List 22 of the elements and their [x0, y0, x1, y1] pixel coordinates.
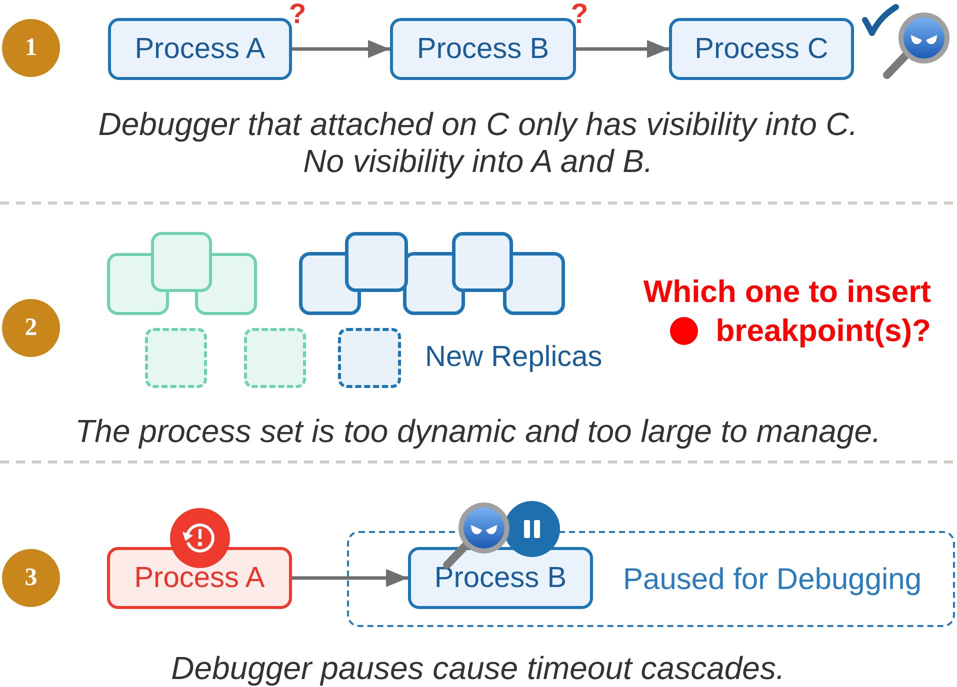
new-replica-box [145, 328, 207, 388]
breakpoint-question: breakpoint(s)? [716, 312, 931, 350]
step-number-badge: 1 [2, 19, 60, 77]
caption: Debugger that attached on C only has visibility into C. No visibility into A and B. [97, 106, 859, 180]
arrow [576, 40, 669, 58]
new-replica-box [338, 328, 401, 388]
process-box: Process B [408, 547, 593, 609]
arrow [292, 40, 390, 58]
new-replica-box [244, 328, 306, 388]
caption: The process set is too dynamic and too large to manage. [75, 413, 881, 450]
step-number-badge: 3 [2, 549, 60, 607]
step-number-badge: 2 [2, 299, 60, 357]
caption: Debugger pauses cause timeout cascades. [171, 650, 785, 687]
region-label: Paused for Debugging [623, 562, 922, 598]
arrow [292, 569, 408, 587]
process-box: Process B [390, 18, 576, 80]
process-box: Process C [669, 18, 854, 80]
breakpoint-question: Which one to insert [643, 273, 931, 311]
process-box: Process A [108, 18, 292, 80]
question-mark: ? [289, 0, 306, 28]
replica-label: New Replicas [425, 340, 602, 374]
process-label: Process A [134, 562, 265, 594]
